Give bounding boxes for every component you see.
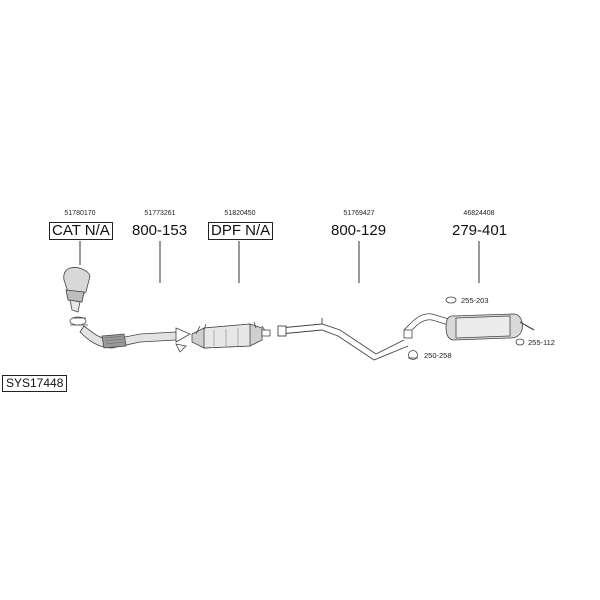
system-id-label: SYS17448: [2, 375, 68, 392]
fitting-label-250-258[interactable]: 250-258: [424, 351, 452, 360]
fitting-label-255-203[interactable]: 255-203: [461, 296, 489, 305]
oem-number: 51780170: [64, 210, 96, 217]
oem-number: 46824408: [463, 210, 495, 217]
oem-number: 51820450: [224, 210, 256, 217]
hanger-255-112-part: [515, 338, 525, 346]
oem-number: 51769427: [343, 210, 375, 217]
rear-silencer-part: [403, 313, 535, 341]
middle-pipe-part: [277, 318, 409, 361]
oem-number: 51773261: [144, 210, 176, 217]
dpf-part: [191, 321, 271, 349]
leader-lines: [79, 241, 480, 283]
part-number-279-401[interactable]: 279-401: [452, 222, 508, 239]
fitting-label-255-112[interactable]: 255-112: [528, 338, 555, 347]
part-number-cat[interactable]: CAT N/A: [49, 222, 113, 240]
part-number-800-153[interactable]: 800-153: [132, 222, 188, 239]
hanger-255-203-part: [445, 296, 457, 304]
part-number-800-129[interactable]: 800-129: [331, 222, 387, 239]
catalyst-part: [63, 267, 91, 326]
front-pipe-part: [79, 325, 191, 353]
part-number-dpf[interactable]: DPF N/A: [208, 222, 274, 240]
clamp-250-258-part: [408, 350, 418, 360]
